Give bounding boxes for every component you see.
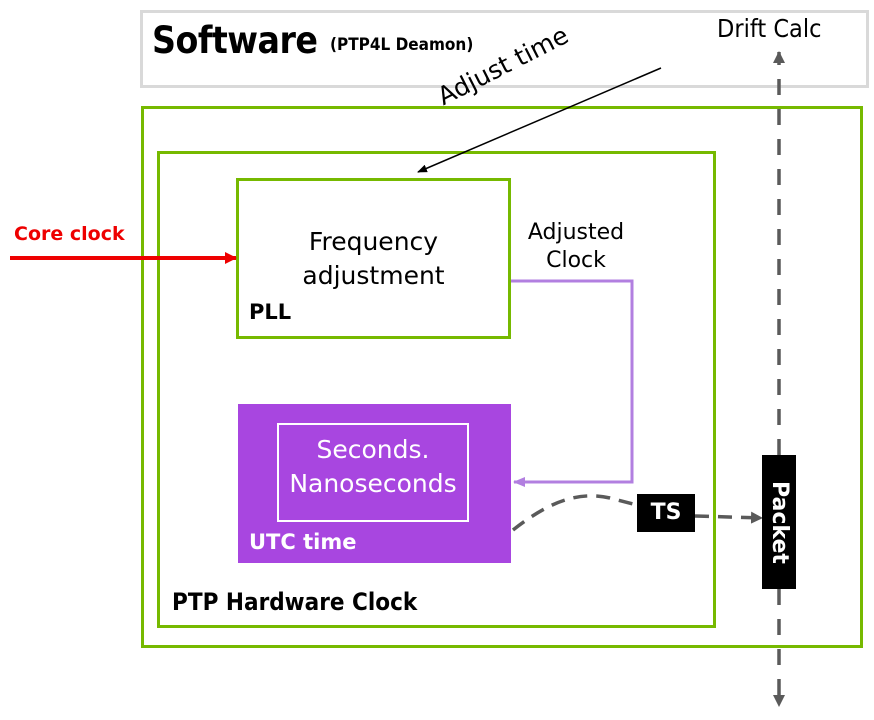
ts-to-packet-arrow — [694, 511, 763, 524]
pll-label: PLL — [249, 300, 292, 324]
adjusted-clock-line: Adjusted — [527, 220, 625, 245]
software-box — [140, 10, 869, 88]
utc-time-label: UTC time — [249, 530, 357, 554]
seconds-nanoseconds-text: Seconds. Nanoseconds — [277, 433, 469, 501]
drift-calc-label: Drift Calc — [717, 14, 822, 43]
timestamp-curve — [511, 494, 638, 532]
seconds-nanoseconds-box — [277, 423, 469, 522]
adjusted-clock-label: Adjusted Clock — [512, 219, 640, 275]
adjusted-clock-arrow — [511, 279, 634, 487]
software-subtitle: (PTP4L Deamon) — [330, 35, 474, 55]
pll-box — [236, 178, 511, 339]
utc-time-box — [238, 404, 511, 563]
outer-hardware-box — [141, 106, 863, 648]
pll-text-line: Frequency — [308, 227, 439, 256]
adjusted-clock-line: Clock — [546, 248, 606, 273]
software-title: Software — [152, 19, 318, 62]
packet-label: Packet — [767, 480, 792, 564]
ptp-hardware-clock-label: PTP Hardware Clock — [172, 588, 418, 616]
packet-box — [762, 455, 796, 589]
utc-text-line: Nanoseconds — [289, 469, 457, 498]
pll-text-line: adjustment — [302, 261, 445, 290]
ts-box: TS — [637, 494, 695, 532]
adjust-time-arrow — [417, 67, 662, 173]
core-clock-label: Core clock — [14, 223, 125, 245]
frequency-adjustment-text: Frequency adjustment — [236, 225, 511, 293]
ptp-hardware-clock-box — [157, 151, 716, 628]
utc-text-line: Seconds. — [316, 435, 430, 464]
